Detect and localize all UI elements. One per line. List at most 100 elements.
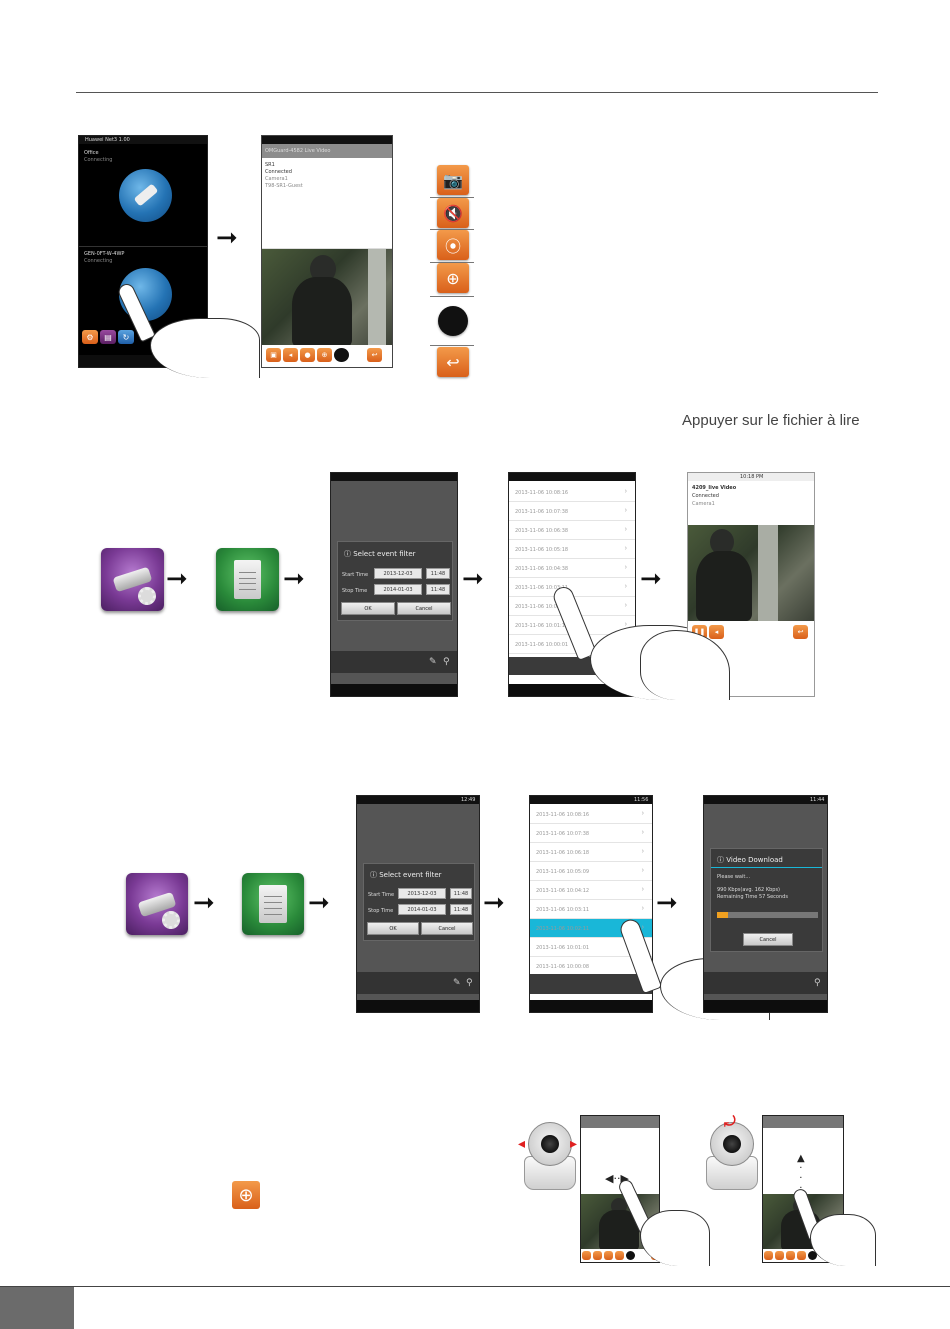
list-item[interactable]: 2013-11-06 10:08:16› (509, 483, 635, 502)
list-item[interactable]: 2013-11-06 10:04:12› (530, 881, 652, 900)
status-bar (530, 796, 652, 804)
chevron-right-icon: › (624, 564, 627, 571)
events-app-icon[interactable] (242, 873, 304, 935)
list-item[interactable]: 2013-11-06 10:03:11› (530, 900, 652, 919)
camera-app-icon[interactable] (126, 873, 188, 935)
list-item[interactable]: 2013-11-06 10:04:38› (509, 559, 635, 578)
snapshot-button[interactable]: ▣ (266, 348, 281, 362)
phone-video-download: 11:44 ⓘ Video Download Please wait... 99… (703, 795, 828, 1013)
snapshot-button[interactable] (764, 1251, 773, 1260)
events-icon[interactable]: ▤ (100, 330, 116, 344)
settings-icon[interactable]: ⚙ (82, 330, 98, 344)
list-item-label: 2013-11-06 10:03:11 (515, 585, 569, 591)
record-button[interactable]: ● (300, 348, 315, 362)
search-icon[interactable]: ⚲ (443, 657, 450, 667)
edit-icon[interactable]: ✎ (429, 657, 437, 667)
start-date-field[interactable]: 2013-12-03 (374, 568, 422, 579)
cancel-button[interactable]: Cancel (421, 922, 473, 935)
list-item-label: 2013-11-06 10:00:08 (536, 964, 590, 970)
list-item-label: 2013-11-06 10:04:12 (536, 888, 590, 894)
swipe-hand-icon (810, 1214, 876, 1266)
list-item[interactable]: 2013-11-06 10:08:16› (530, 805, 652, 824)
record-button[interactable] (786, 1251, 795, 1260)
playback-line3: Camera1 (692, 501, 715, 507)
list-item-label: 2013-11-06 10:06:38 (515, 528, 569, 534)
list-item[interactable]: 2013-11-06 10:05:09› (530, 862, 652, 881)
nav-bar (704, 1000, 827, 1012)
arrow-right-icon: ➞ (216, 223, 238, 253)
mute-button[interactable]: ◂ (283, 348, 298, 362)
list-item[interactable]: 2013-11-06 10:06:38› (509, 521, 635, 540)
mute-button[interactable] (593, 1251, 602, 1260)
stop-time-field[interactable]: 11:48 (426, 584, 450, 595)
list-item-label: 2013-11-06 10:02:11 (536, 926, 590, 932)
arrow-right-icon: ➞ (656, 888, 678, 918)
download-wait: Please wait... (717, 874, 751, 880)
search-icon[interactable]: ⚲ (814, 978, 821, 988)
start-date-field[interactable]: 2013-12-03 (398, 888, 446, 899)
ok-button[interactable]: OK (341, 602, 395, 615)
playback-video (688, 525, 814, 621)
download-progress-bar (717, 912, 818, 918)
arrow-right-icon: ➞ (462, 564, 484, 594)
camera-app-icon[interactable] (101, 548, 164, 611)
download-title: Video Download (726, 856, 783, 864)
start-time-label: Start Time (342, 572, 369, 578)
refresh-icon[interactable]: ↻ (118, 330, 134, 344)
mute-button[interactable] (775, 1251, 784, 1260)
pan-right-arrow-icon: ▸ (570, 1136, 578, 1152)
stop-time-field[interactable]: 11:48 (450, 904, 472, 915)
start-time-field[interactable]: 11:48 (450, 888, 472, 899)
camera2-status: Connecting (84, 258, 113, 264)
mic-button[interactable] (626, 1251, 635, 1260)
list-item-label: 2013-11-06 10:07:38 (515, 509, 569, 515)
cancel-button[interactable]: Cancel (397, 602, 451, 615)
snapshot-button[interactable] (582, 1251, 591, 1260)
arrow-right-icon: ➞ (308, 888, 330, 918)
stop-date-field[interactable]: 2014-01-03 (398, 904, 446, 915)
list-item[interactable]: 2013-11-06 10:07:38› (530, 824, 652, 843)
ptz-target-icon: ⊕ (232, 1181, 260, 1209)
edit-icon[interactable]: ✎ (453, 978, 461, 988)
list-item[interactable]: 2013-11-06 10:06:18 › (530, 843, 652, 862)
phone-ptz-pan: ◀··▶ (580, 1115, 660, 1263)
search-icon[interactable]: ⚲ (466, 978, 473, 988)
chevron-right-icon: › (641, 848, 644, 855)
nav-bar (509, 684, 635, 696)
ptz-button[interactable] (797, 1251, 806, 1260)
camera1-globe-icon[interactable] (119, 169, 172, 222)
mic-button[interactable] (334, 348, 349, 362)
ptz-camera-tilt-illustration: ⤾ (702, 1114, 762, 1193)
arrow-right-icon: ➞ (640, 564, 662, 594)
status-bar (79, 136, 207, 144)
ptz-button[interactable] (615, 1251, 624, 1260)
legend-ptz-icon: ⊕ (437, 263, 469, 293)
mic-button[interactable] (808, 1251, 817, 1260)
events-app-icon[interactable] (216, 548, 279, 611)
status-text: Huawei Net3 1.00 (85, 137, 130, 143)
list-item[interactable]: 2013-11-06 10:07:38 › (509, 502, 635, 521)
back-button[interactable]: ↩ (367, 348, 382, 362)
chevron-right-icon: › (624, 545, 627, 552)
stop-time-label: Stop Time (368, 908, 394, 914)
status-bar (357, 796, 479, 804)
ptz-button[interactable]: ⊕ (317, 348, 332, 362)
ok-button[interactable]: OK (367, 922, 419, 935)
chevron-right-icon: › (624, 507, 627, 514)
list-item-label: 2013-11-06 10:06:18 (536, 850, 590, 856)
list-item[interactable]: 2013-11-06 10:05:18› (509, 540, 635, 559)
back-button[interactable]: ↩ (793, 625, 808, 639)
nav-bar (530, 1000, 652, 1012)
list-item-label: 2013-11-06 10:00:01 (515, 642, 569, 648)
record-button[interactable] (604, 1251, 613, 1260)
event-filter-dialog: ⓘ Select event filter Start Time 2013-12… (337, 541, 453, 621)
arrow-right-icon: ➞ (166, 564, 188, 594)
start-time-field[interactable]: 11:48 (426, 568, 450, 579)
legend-microphone-icon (438, 306, 468, 336)
pan-left-arrow-icon: ◂ (518, 1136, 526, 1152)
stop-date-field[interactable]: 2014-01-03 (374, 584, 422, 595)
playback-line2: Connected (692, 493, 719, 499)
download-cancel-button[interactable]: Cancel (743, 933, 793, 946)
mute-button[interactable]: ◂ (709, 625, 724, 639)
start-time-label: Start Time (368, 892, 395, 898)
